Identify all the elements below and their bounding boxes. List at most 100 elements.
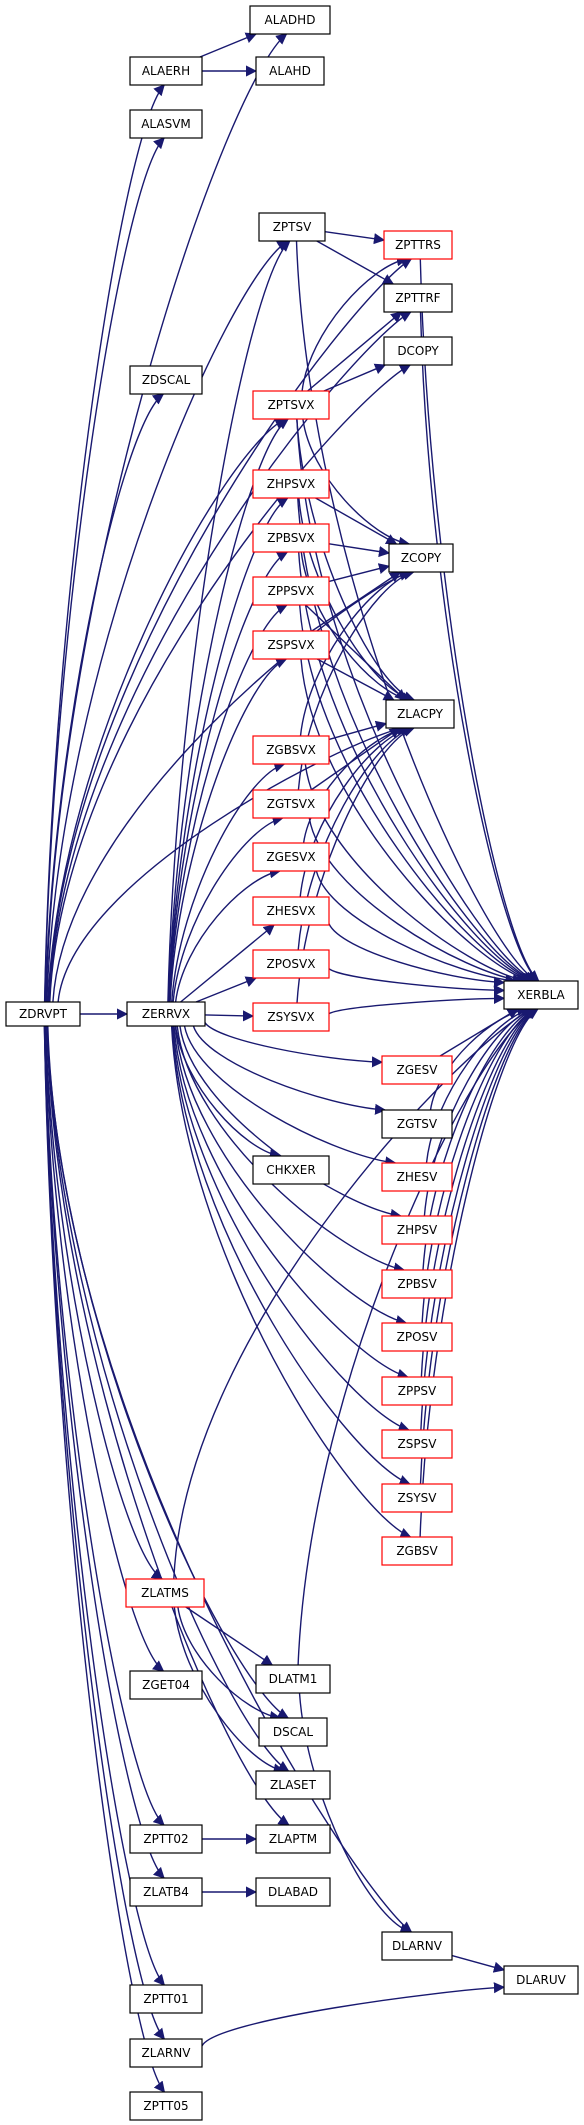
node-zspsvx[interactable]: ZSPSVX: [252, 630, 330, 660]
node-label: ZPPSVX: [268, 584, 315, 598]
node-zspsv[interactable]: ZSPSV: [381, 1429, 453, 1459]
node-label: ZHPSVX: [267, 477, 316, 491]
node-label: ZGTSV: [397, 1117, 438, 1131]
node-box: [503, 980, 579, 1010]
node-dlabad[interactable]: DLABAD: [255, 1877, 331, 1907]
node-zptt01[interactable]: ZPTT01: [129, 1984, 203, 2014]
node-dlarnv[interactable]: DLARNV: [381, 1931, 453, 1961]
edge-alaerh-to-aladhd: [199, 32, 258, 58]
node-box: [258, 212, 326, 242]
node-zptsv[interactable]: ZPTSV: [258, 212, 326, 242]
node-zposvx[interactable]: ZPOSVX: [252, 949, 330, 979]
node-label: DCOPY: [397, 344, 439, 358]
node-zptt02[interactable]: ZPTT02: [129, 1824, 203, 1854]
node-zgbsv[interactable]: ZGBSV: [381, 1536, 453, 1566]
node-dcopy[interactable]: DCOPY: [383, 336, 453, 366]
node-alasvm[interactable]: ALASVM: [129, 109, 203, 139]
node-zlarnv[interactable]: ZLARNV: [129, 2038, 203, 2068]
edge-zptsvx-to-dcopy: [323, 363, 387, 392]
node-zerrvx[interactable]: ZERRVX: [126, 1001, 206, 1027]
edge-zerrvx-to-zgbsv: [170, 1025, 412, 1539]
node-zhpsv[interactable]: ZHPSV: [381, 1215, 453, 1245]
node-box: [381, 1536, 453, 1566]
node-zlaset[interactable]: ZLASET: [255, 1770, 331, 1800]
node-zpbsv[interactable]: ZPBSV: [381, 1269, 453, 1299]
node-zcopy[interactable]: ZCOPY: [388, 543, 454, 573]
edge-zerrvx-to-zppsvx: [168, 604, 288, 1003]
node-zlaptm[interactable]: ZLAPTM: [255, 1824, 331, 1854]
node-zhpsvx[interactable]: ZHPSVX: [252, 469, 330, 499]
node-label: ZGBSVX: [266, 743, 316, 757]
node-zgesv[interactable]: ZGESV: [381, 1055, 453, 1085]
edge-zerrvx-to-zgesv: [204, 1022, 384, 1068]
node-label: ALAERH: [142, 64, 190, 78]
edge-zerrvx-to-zsysvx: [204, 1010, 255, 1022]
node-zpbsvx[interactable]: ZPBSVX: [252, 523, 330, 553]
node-box: [5, 1001, 81, 1027]
node-zpttrf[interactable]: ZPTTRF: [383, 283, 453, 313]
node-box: [129, 56, 203, 86]
node-alahd[interactable]: ALAHD: [255, 56, 325, 86]
node-box: [125, 1578, 205, 1608]
edge-zerrvx-to-zsysv: [171, 1025, 411, 1486]
node-zlacpy[interactable]: ZLACPY: [385, 699, 455, 729]
node-label: ZGESVX: [266, 850, 315, 864]
edge-zdrvpt-to-zlaset: [46, 1025, 290, 1772]
edge-zerrvx-to-zspsv: [172, 1025, 410, 1433]
edge-zdrvpt-to-zlatb4: [44, 1025, 165, 1879]
node-label: ZPOSVX: [267, 957, 316, 971]
node-box: [381, 1931, 453, 1961]
node-zlatms[interactable]: ZLATMS: [125, 1578, 205, 1608]
node-zposv[interactable]: ZPOSV: [381, 1322, 453, 1352]
node-box: [381, 1483, 453, 1513]
node-zhesv[interactable]: ZHESV: [381, 1162, 453, 1192]
node-label: ZPBSVX: [267, 531, 315, 545]
edge-zdrvpt-to-dcopy: [49, 364, 412, 1003]
node-dlatm1[interactable]: DLATM1: [255, 1664, 331, 1694]
node-zgesvx[interactable]: ZGESVX: [252, 842, 330, 872]
node-zdrvpt[interactable]: ZDRVPT: [5, 1001, 81, 1027]
node-box: [381, 1322, 453, 1352]
edge-zppsvx-to-xerbla: [299, 604, 534, 984]
node-dscal[interactable]: DSCAL: [258, 1717, 328, 1747]
node-zppsv[interactable]: ZPPSV: [381, 1376, 453, 1406]
node-zsysv[interactable]: ZSYSV: [381, 1483, 453, 1513]
edge-zerrvx-to-zspsvx: [169, 657, 288, 1003]
node-box: [252, 1155, 330, 1185]
node-label: ZPTT02: [143, 1832, 188, 1846]
node-zppsvx[interactable]: ZPPSVX: [252, 576, 330, 606]
node-box: [381, 1109, 453, 1139]
node-zpttrs[interactable]: ZPTTRS: [383, 230, 453, 260]
node-zgtsv[interactable]: ZGTSV: [381, 1109, 453, 1139]
node-label: ZPOSV: [397, 1330, 439, 1344]
node-label: ZPTSVX: [268, 398, 315, 412]
node-box: [385, 699, 455, 729]
edge-zsysvx-to-xerbla: [328, 992, 506, 1015]
node-alaerh[interactable]: ALAERH: [129, 56, 203, 86]
edge-zgtsvx-to-zlacpy: [310, 727, 401, 791]
node-zget04[interactable]: ZGET04: [129, 1670, 203, 1700]
node-zdscal[interactable]: ZDSCAL: [129, 365, 203, 395]
node-aladhd[interactable]: ALADHD: [249, 5, 331, 35]
node-label: ZPBSV: [397, 1277, 437, 1291]
node-zptt05[interactable]: ZPTT05: [129, 2091, 203, 2121]
node-chkxer[interactable]: CHKXER: [252, 1155, 330, 1185]
node-xerbla[interactable]: XERBLA: [503, 980, 579, 1010]
node-box: [252, 576, 330, 606]
node-box: [252, 390, 330, 420]
edge-zpbsvx-to-zcopy: [328, 543, 391, 558]
node-zgtsvx[interactable]: ZGTSVX: [252, 789, 330, 819]
edge-zptsvx-to-zpttrs: [301, 255, 409, 392]
edge-zdrvpt-to-zlatms: [44, 1025, 164, 1580]
node-zptsvx[interactable]: ZPTSVX: [252, 390, 330, 420]
node-zlatb4[interactable]: ZLATB4: [129, 1877, 203, 1907]
node-zgbsvx[interactable]: ZGBSVX: [252, 735, 330, 765]
node-label: ZHPSV: [397, 1223, 438, 1237]
node-dlaruv[interactable]: DLARUV: [503, 1965, 579, 1995]
node-zhesvx[interactable]: ZHESVX: [252, 896, 330, 926]
node-box: [129, 109, 203, 139]
edge-zspsvx-to-zcopy: [311, 571, 402, 632]
node-box: [252, 735, 330, 765]
node-zsysvx[interactable]: ZSYSVX: [252, 1002, 330, 1032]
node-label: DSCAL: [273, 1725, 313, 1739]
